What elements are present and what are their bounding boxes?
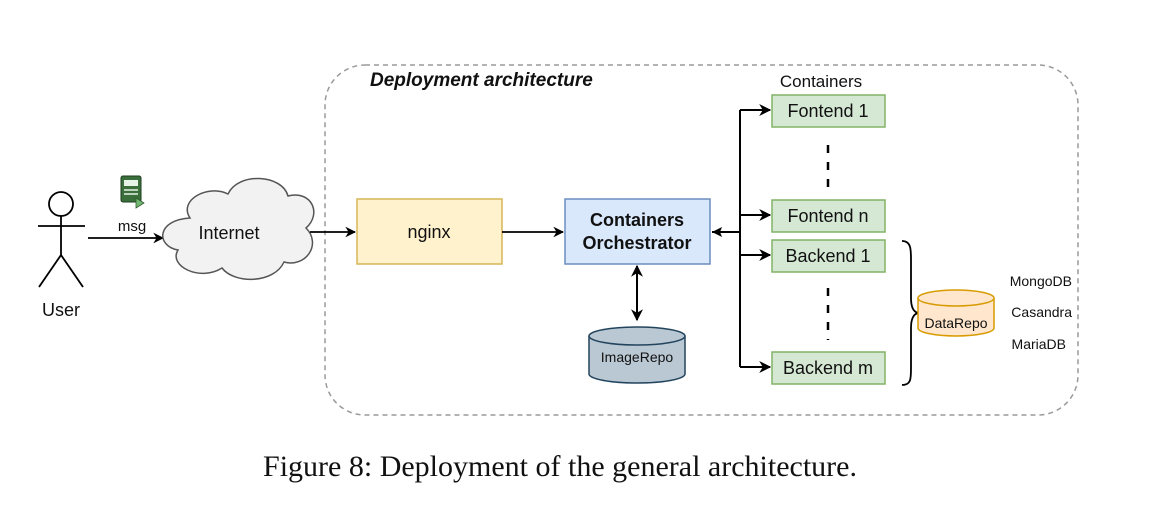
backend-bracket <box>901 240 919 386</box>
image-repo-label: ImageRepo <box>601 349 674 365</box>
container-connectors <box>712 104 772 373</box>
orchestrator-box <box>564 198 711 265</box>
backend-1-box <box>771 239 886 273</box>
backend-m-box <box>771 351 886 385</box>
figure-caption: Figure 8: Deployment of the general arch… <box>263 450 857 483</box>
containers-header: Containers <box>780 72 862 91</box>
frontend-1-label: Fontend 1 <box>787 101 868 121</box>
user-icon <box>38 191 85 288</box>
database-mongodb: MongoDB <box>1010 273 1072 289</box>
orchestrator-return-arrowhead <box>712 227 722 237</box>
frontend-n-label: Fontend n <box>787 206 868 226</box>
deployment-region <box>324 64 1079 416</box>
database-casandra: Casandra <box>1011 304 1072 320</box>
frontend-n-box <box>771 199 886 233</box>
user-label: User <box>42 300 80 320</box>
msg-label: msg <box>118 218 146 235</box>
region-title: Deployment architecture <box>370 70 593 91</box>
image-repo-cylinder <box>588 326 686 384</box>
nginx-box <box>356 198 503 265</box>
frontend-1-box <box>771 94 886 128</box>
backend-1-label: Backend 1 <box>785 246 870 266</box>
internet-label: Internet <box>198 223 259 243</box>
data-repo-label: DataRepo <box>924 315 987 331</box>
backend-m-label: Backend m <box>783 358 873 378</box>
nginx-label: nginx <box>407 222 450 242</box>
message-icon <box>120 175 145 209</box>
orchestrator-label-line1: Containers <box>590 210 684 230</box>
architecture-diagram: Deployment architecture User msg Interne… <box>38 64 1079 416</box>
database-mariadb: MariaDB <box>1012 336 1066 352</box>
orchestrator-label-line2: Orchestrator <box>582 233 691 253</box>
data-repo-cylinder <box>917 289 995 337</box>
internet-cloud <box>162 177 315 280</box>
